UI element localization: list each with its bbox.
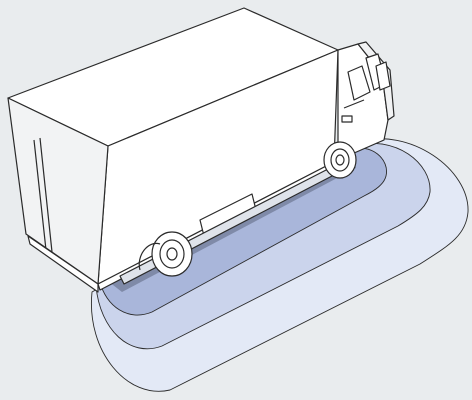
- rear-wheel: [151, 231, 193, 277]
- rear-bumper: [27, 235, 99, 293]
- front-wheel: [323, 141, 357, 179]
- cab-door-line: [343, 99, 365, 109]
- rear-door-line-right: [39, 137, 53, 253]
- truck: [7, 7, 395, 293]
- rear-wheel-inner: [138, 242, 161, 271]
- rear-door-line-left: [33, 139, 47, 251]
- cab-step: [341, 115, 353, 123]
- cab-window: [347, 65, 371, 101]
- side-mirror: [375, 61, 391, 91]
